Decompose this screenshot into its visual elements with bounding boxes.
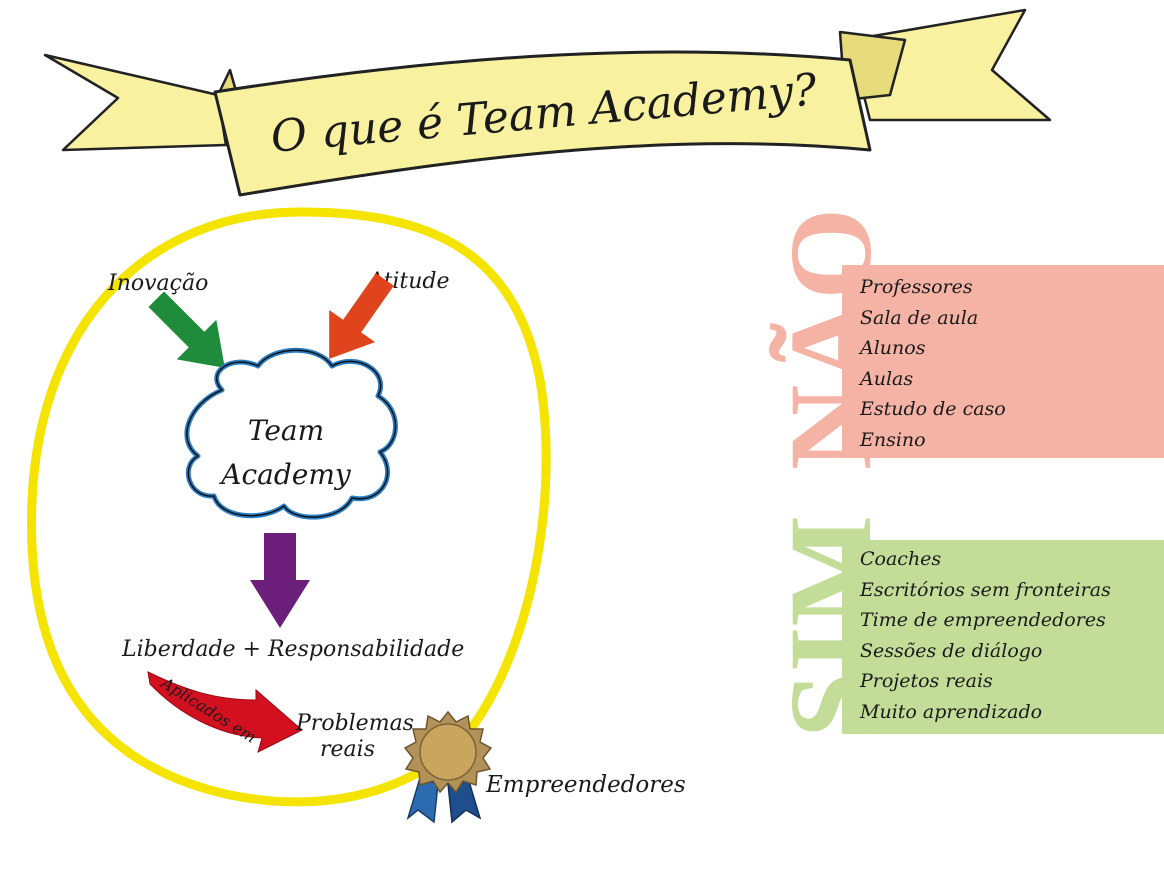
nao-box [842,265,1164,458]
list-item: Sessões de diálogo [860,639,1043,662]
purple-arrow [250,533,310,628]
list-item: Time de empreendedores [860,609,1106,631]
green-arrow [148,291,225,368]
list-item: Professores [860,276,973,298]
sim-list: Coaches Escritórios sem fronteiras Time … [860,544,1111,727]
list-item: Sala de aula [860,306,979,329]
result-line2: reais [320,737,375,762]
cloud-label-line2: Academy [218,458,352,491]
sim-box [842,540,1164,734]
list-item: Estudo de caso [860,398,1006,420]
result-line1: Problemas [295,711,414,736]
yellow-outline [26,207,551,807]
medal-icon [403,710,493,824]
list-item: Aulas [860,367,914,390]
cloud-label-line1: Team [248,414,324,447]
award-label: Empreendedores [485,772,686,798]
banner-right-tail [848,8,1052,122]
list-item: Muito aprendizado [860,700,1043,723]
orange-arrow [329,273,394,359]
title-banner: O que é Team Academy? [43,8,1052,197]
team-academy-cloud: Team Academy [184,347,398,520]
principle-text: Liberdade + Responsabilidade [121,637,464,662]
banner-body [213,50,872,197]
list-item: Escritórios sem fronteiras [860,578,1111,601]
list-item: Alunos [860,337,926,359]
list-item: Projetos reais [860,670,993,692]
input-label-inovacao: Inovação [107,271,208,296]
nao-list: Professores Sala de aula Alunos Aulas Es… [860,272,1006,455]
red-curved-arrow [147,671,303,753]
list-item: Ensino [860,428,926,451]
list-item: Coaches [860,548,942,570]
banner-left-tail [43,53,228,152]
